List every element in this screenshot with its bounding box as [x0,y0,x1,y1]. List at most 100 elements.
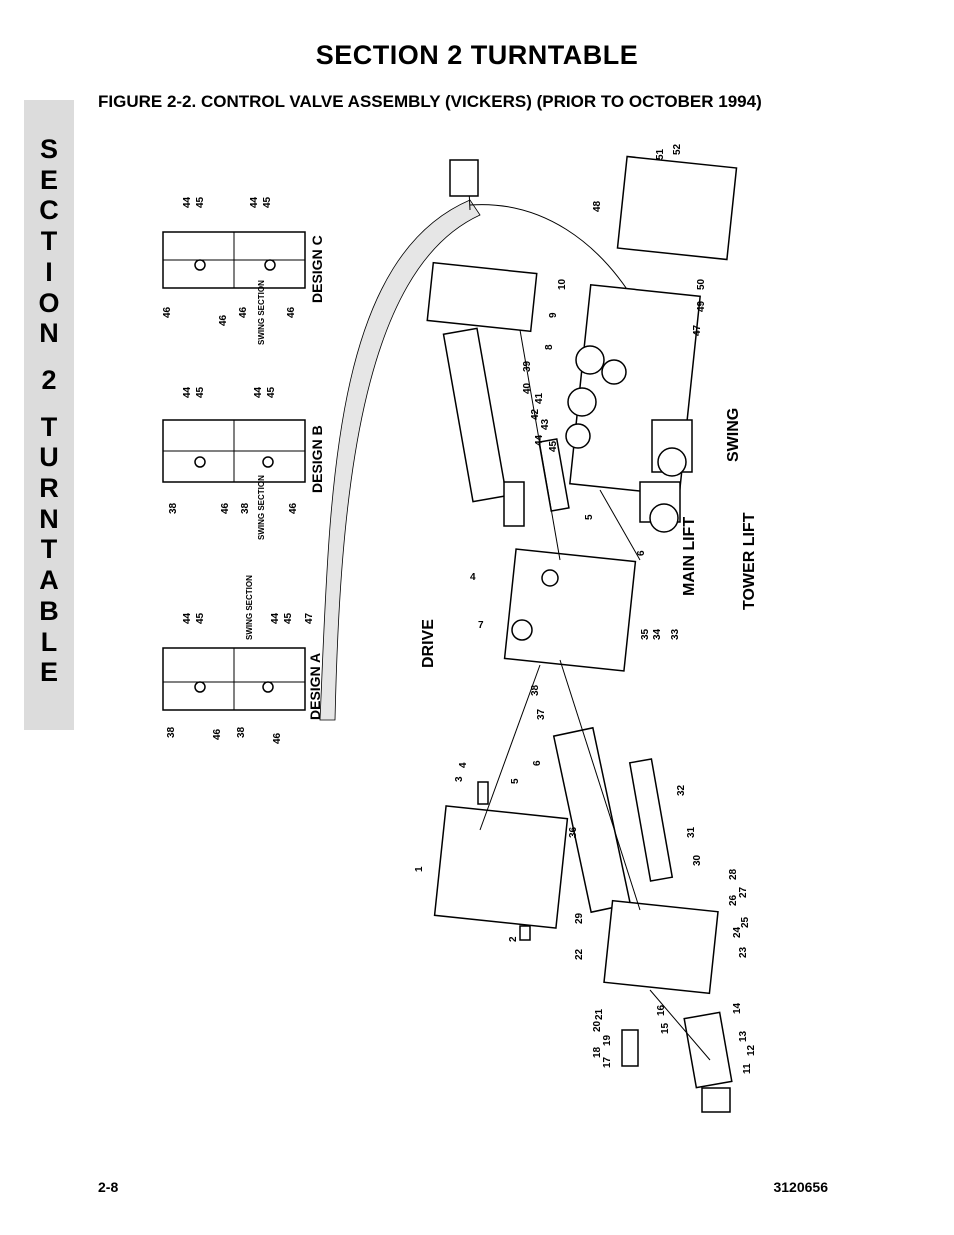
callout: 22 [574,948,585,960]
callout: 11 [742,1063,753,1074]
side-tab-letters: S E C T I O N 2 T U R N T A B L E [24,134,74,688]
tab-letter: S [39,134,58,164]
tab-letter: C [39,195,59,226]
callout: 17 [602,1056,613,1068]
callout: 4 [470,572,476,583]
callout: 44 [270,612,281,624]
figure-title: FIGURE 2-2. CONTROL VALVE ASSEMBLY (VICK… [98,92,762,111]
swing-section-label-b: SWING SECTION [257,475,266,540]
design-c-detail [162,231,306,289]
callout: 38 [168,502,179,514]
callout: 50 [696,278,707,290]
callout: 15 [660,1022,671,1034]
tab-letter: T [40,411,58,442]
callout: 51 [655,148,666,160]
callout: 47 [692,324,703,336]
callout: 39 [522,360,533,372]
callout: 49 [696,300,707,312]
callout: 3 [454,776,465,782]
callout: 46 [288,502,299,514]
callout: 43 [540,418,551,430]
callout: 12 [746,1044,757,1056]
callout: 38 [240,502,251,514]
swing-label: SWING [725,408,742,462]
callout: 46 [286,306,297,318]
valve-parts [426,155,738,1113]
callout: 45 [195,612,206,624]
callout: 48 [592,200,603,212]
callout: 46 [220,502,231,514]
swing-section-label-a: SWING SECTION [245,575,254,640]
design-c-callouts: 44 45 44 45 46 46 46 46 [162,196,297,326]
callout: 52 [672,143,683,155]
tab-letter: T [40,534,58,565]
main-callouts: 51 52 48 10 9 8 49 50 47 39 40 41 42 43 … [414,143,757,1074]
tower-lift-label: TOWER LIFT [741,512,758,610]
design-a-detail [162,647,306,711]
drive-label: DRIVE [420,619,437,668]
callout: 44 [182,386,193,398]
callout: 16 [656,1004,667,1016]
callout: 34 [652,628,663,640]
callout: 38 [236,726,247,738]
callout: 14 [732,1002,743,1014]
callout: 26 [728,894,739,906]
callout: 46 [218,314,229,326]
callout: 38 [530,684,541,696]
tab-letter: U [39,442,59,473]
callout: 25 [740,916,751,928]
callout: 45 [283,612,294,624]
callout: 37 [536,708,547,720]
callout: 6 [532,760,543,766]
callout: 44 [182,196,193,208]
tab-letter: R [39,473,59,504]
tab-letter: T [40,226,58,257]
callout: 2 [508,936,519,942]
stipple-band [319,199,481,721]
design-c-label: DESIGN C [309,235,325,303]
callout: 20 [592,1020,603,1032]
arrow-curve [469,204,641,311]
callout: 44 [182,612,193,624]
tab-letter: E [39,164,58,195]
section-title: SECTION 2 TURNTABLE [315,40,639,70]
callout: 42 [530,408,541,420]
callout: 45 [266,386,277,398]
callout: 41 [534,392,545,404]
callout: 21 [594,1008,605,1020]
callout: 18 [592,1046,603,1058]
callout: 10 [557,278,568,290]
callout: 44 [534,434,545,446]
callout: 4 [458,762,469,768]
design-a-callouts: 44 45 44 45 47 38 46 38 46 [166,612,315,744]
callout: 33 [670,628,681,640]
callout: 32 [676,784,687,796]
callout: 46 [238,306,249,318]
callout: 30 [692,854,703,866]
document-number: 3120656 [773,1179,828,1195]
callout: 7 [478,620,484,631]
callout: 36 [568,826,579,838]
callout: 5 [584,514,595,520]
tab-letter: L [40,626,58,657]
callout: 8 [544,344,555,350]
callout: 13 [738,1030,749,1042]
section-side-tab: S E C T I O N 2 T U R N T A B L E [24,100,74,730]
callout: 6 [636,550,647,556]
callout: 45 [262,196,273,208]
callout: 45 [195,196,206,208]
tab-letter: O [38,287,60,318]
tab-letter: B [39,595,59,626]
callout: 23 [738,946,749,958]
callout: 31 [686,826,697,838]
callout: 46 [272,732,283,744]
design-b-label: DESIGN B [309,425,325,493]
callout: 5 [510,778,521,784]
page-number: 2-8 [98,1179,119,1195]
callout: 27 [738,886,749,898]
swing-section-label-c: SWING SECTION [257,280,266,345]
tab-letter: E [39,657,58,688]
callout: 46 [212,728,223,740]
tab-letter: 2 [41,364,57,395]
